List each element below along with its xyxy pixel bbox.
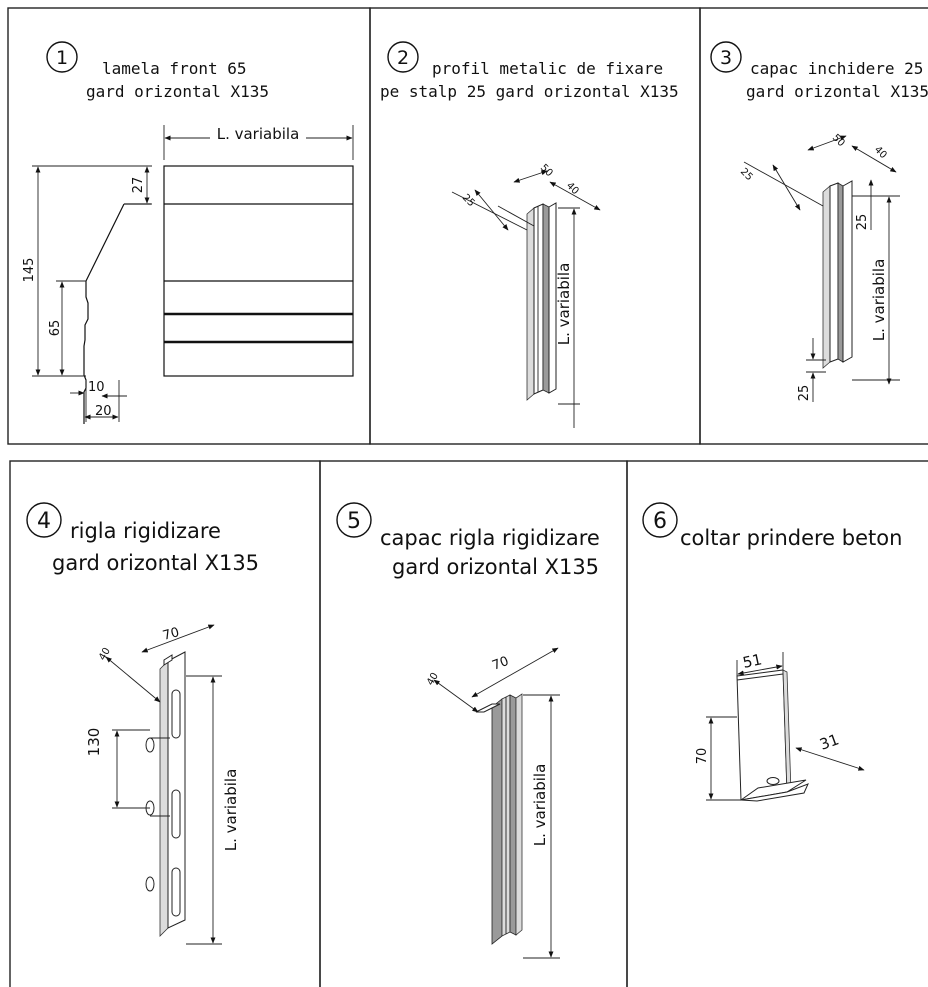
panel-5: 5 capac rigla rigidizare gard orizontal … [336,502,600,959]
dim-line-40 [549,181,601,211]
item-number: 3 [720,47,732,69]
dim-40: 40 [872,144,889,161]
item-title-line1: lamela front 65 [102,59,247,78]
dim-top-25: 25 [855,214,870,231]
dim-10: 10 [88,380,105,395]
dim-length: L. variabila [217,125,300,143]
item-title-line1: rigla rigidizare [70,519,221,543]
item-number: 2 [397,47,409,69]
dim-40: 40 [564,180,581,197]
dim-line-31 [795,747,865,771]
item-title-line1: coltar prindere beton [680,526,902,550]
item-number: 6 [653,509,667,534]
dim-bottom-25: 25 [797,385,812,402]
dim-line-50 [807,135,847,151]
dim-145: 145 [22,258,37,283]
dim-line-25 [772,164,801,211]
panel-2: 2 profil metalic de fixare pe stalp 25 g… [380,41,679,428]
item-title-line2: gard orizontal X135 [86,82,269,101]
fixing-profile [526,202,557,401]
dim-length: L. variabila [555,263,573,346]
rail-cap [475,693,523,945]
dim-27: 27 [131,177,146,194]
dim-40: 40 [425,671,441,688]
dim-length: L. variabila [870,259,888,342]
item-title-line2: gard orizontal X135 [52,551,259,575]
closing-cap [822,180,853,369]
dim-line-50 [513,170,548,183]
dim-31: 31 [817,730,841,753]
panel-frame-3 [699,7,928,445]
dim-line-70 [141,624,215,653]
item-number: 5 [347,509,361,534]
dim-70: 70 [490,654,511,674]
dim-70: 70 [161,625,181,644]
item-title-line1: capac rigla rigidizare [380,526,600,550]
dim-51: 51 [741,650,763,672]
panel-3: 3 capac inchidere 25 gard orizontal X135… [710,41,928,402]
item-title-line2: pe stalp 25 gard orizontal X135 [380,82,679,101]
item-title-line2: gard orizontal X135 [392,555,599,579]
item-number-circle [46,41,78,73]
dim-length: L. variabila [222,769,240,852]
dim-20: 20 [95,404,112,419]
item-number-circle [642,502,678,538]
dim-65: 65 [48,320,63,337]
item-title-line2: gard orizontal X135 [746,82,928,101]
panel-4: 4 rigla rigidizare gard orizontal X135 7… [26,502,259,945]
dim-50: 50 [538,162,555,179]
dim-130: 130 [85,728,103,757]
item-number-circle [710,41,742,73]
concrete-angle-bracket [736,669,809,802]
item-number-circle [387,41,419,73]
item-title-line1: capac inchidere 25 [750,59,923,78]
dim-70: 70 [695,748,710,765]
stiffening-rail [145,651,186,937]
panel-frame-6 [626,460,928,987]
item-number-circle [26,502,62,538]
item-title-line1: profil metalic de fixare [432,59,663,78]
dim-40: 40 [97,646,113,663]
dim-line-40 [433,679,479,713]
lamela-elevation [163,165,354,377]
dim-line-25 [474,189,509,231]
dim-line-51 [737,664,783,676]
panel-6: 6 coltar prindere beton 51 70 31 [642,502,902,802]
item-number: 1 [56,47,68,69]
dim-line-70 [471,647,559,698]
dim-line-40 [105,656,161,703]
dim-50: 50 [830,132,847,149]
dim-line-40 [851,145,897,173]
dim-length: L. variabila [531,764,549,847]
dim-25: 25 [460,192,477,209]
item-number: 4 [37,509,51,534]
item-number-circle [336,502,372,538]
dim-25: 25 [738,166,755,183]
panel-1: 1 lamela front 65 gard orizontal X135 14… [22,41,354,424]
